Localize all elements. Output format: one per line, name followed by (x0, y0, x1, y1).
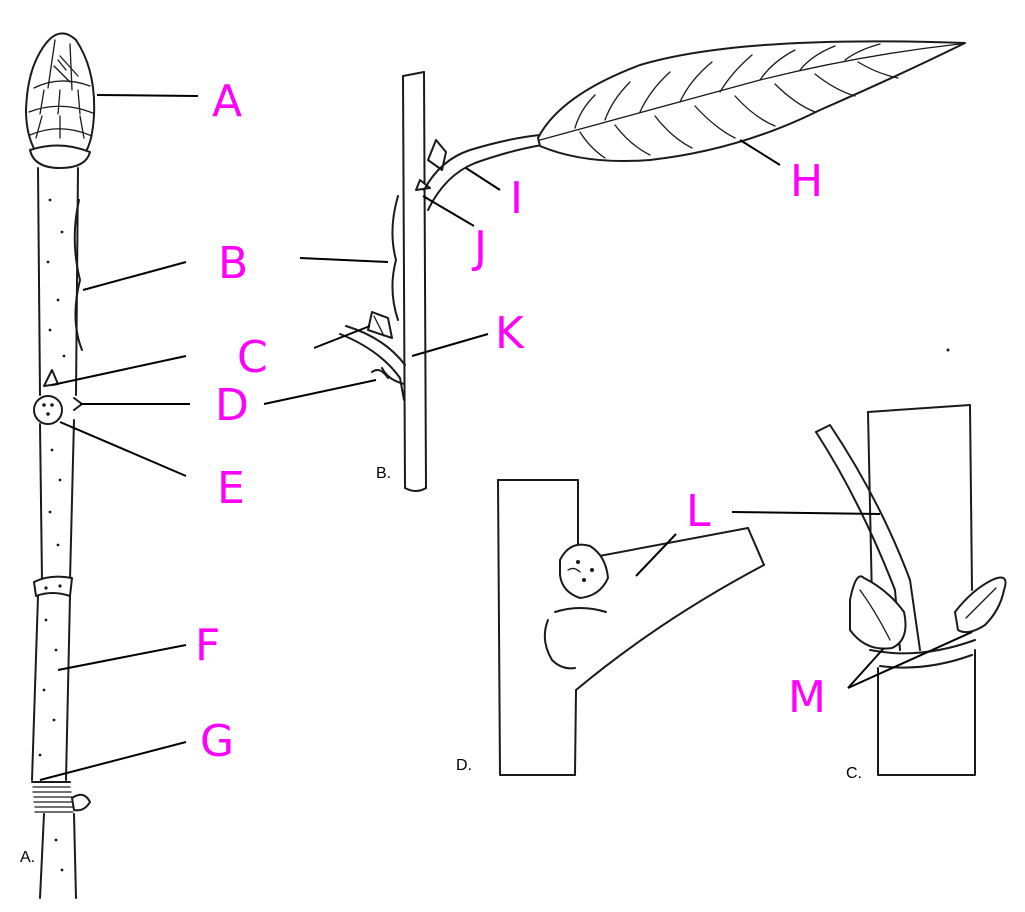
panel-a-twig (25, 32, 96, 899)
label-f: F (195, 620, 220, 671)
label-c: C (237, 332, 268, 383)
panel-label-c: C. (846, 765, 862, 782)
label-e: E (217, 463, 245, 514)
label-g: G (200, 716, 234, 767)
panel-label-b: B. (376, 465, 391, 482)
panel-d-stem (497, 479, 765, 776)
label-j: J (471, 222, 487, 273)
label-l: L (686, 486, 711, 537)
label-b: B (218, 238, 248, 289)
label-h: H (790, 156, 823, 207)
bud-scale-scars (31, 781, 91, 813)
node-leaf-scar (33, 369, 83, 425)
panel-letters: A. B. D. C. (20, 465, 862, 866)
lenticels-lower (38, 618, 58, 757)
label-k: K (495, 308, 525, 359)
callout-labels: A B C D E F G H I J K L M (195, 76, 826, 767)
panel-b-twig (339, 40, 966, 492)
label-m: M (788, 672, 826, 723)
label-a: A (212, 76, 242, 127)
label-i: I (510, 173, 523, 224)
lenticels-upper (46, 198, 66, 358)
label-d: D (215, 380, 249, 431)
speck (946, 348, 950, 352)
panel-label-a: A. (20, 849, 35, 866)
leaf-blade (537, 40, 966, 163)
leader-lines (39, 94, 973, 781)
terminal-bud (25, 32, 96, 169)
panel-label-d: D. (456, 757, 472, 774)
lenticels-middle (48, 448, 62, 547)
panel-c-stem (815, 404, 1007, 776)
